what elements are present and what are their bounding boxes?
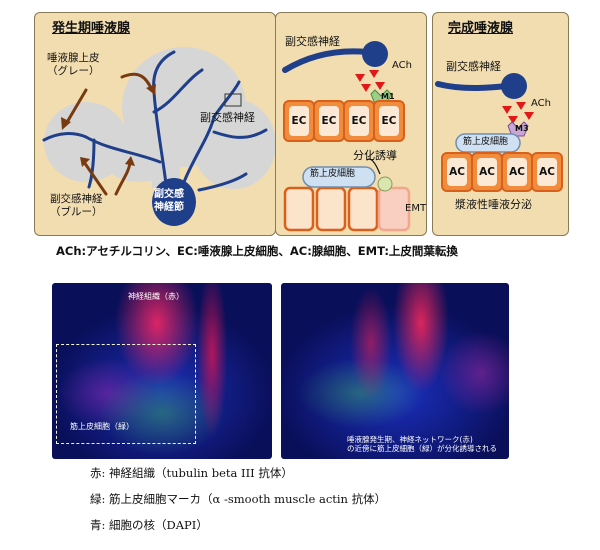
emt-label: EMT xyxy=(405,203,427,214)
m1-label: M1 xyxy=(381,92,395,101)
mature-myo-label: 筋上皮細胞 xyxy=(463,137,509,147)
brown-arrowheads xyxy=(61,84,156,167)
developing-gland-title: 発生期唾液腺 xyxy=(52,21,131,36)
mature-nerve-terminal xyxy=(501,73,527,99)
middle-ach-triangles xyxy=(355,70,385,92)
secretion-label: 漿液性唾液分泌 xyxy=(455,198,532,211)
ac-cell-4: AC xyxy=(531,152,563,192)
caption-blue: 青: 細胞の核（DAPI） xyxy=(90,518,208,532)
ec-cell-3: EC xyxy=(343,100,375,142)
mature-illustration xyxy=(435,73,534,153)
ec-cell-2: EC xyxy=(313,100,345,142)
middle-nerve-terminal xyxy=(362,41,388,67)
right-caption: 唾液腺発生期、神経ネットワーク(赤) の近傍に筋上皮細胞（緑）が分化誘導される xyxy=(347,435,497,454)
ganglion-label: 副交感 神経節 xyxy=(154,189,184,213)
middle-ach-label: ACh xyxy=(392,60,412,71)
mature-nerve-fiber xyxy=(435,81,510,91)
caption-red: 赤: 神経組織（tubulin beta III 抗体） xyxy=(90,466,293,480)
epithelium-label: 唾液腺上皮 （グレー） xyxy=(47,52,100,78)
mature-ach-label: ACh xyxy=(531,98,551,109)
middle-nerve-fiber xyxy=(282,48,370,73)
ec-cell-4: EC xyxy=(373,100,405,142)
mature-gland-title: 完成唾液腺 xyxy=(448,21,514,36)
ac-cell-1: AC xyxy=(441,152,473,192)
left-top-label: 神経組織（赤） xyxy=(128,292,184,301)
parasympathetic-inset-label: 副交感神経 xyxy=(200,111,255,124)
inset-box xyxy=(224,93,242,107)
ac-cell-2: AC xyxy=(471,152,503,192)
parasympathetic-ganglion xyxy=(152,178,196,226)
m3-label: M3 xyxy=(515,124,529,133)
myoepithelial-cell-mid xyxy=(302,166,376,188)
emt-arrow xyxy=(366,158,381,175)
nerve-network xyxy=(42,50,268,192)
mature-ach-triangles xyxy=(502,102,534,124)
middle-illustration xyxy=(282,41,411,232)
induction-label: 分化誘導 xyxy=(353,149,397,162)
developing-gland-illustration xyxy=(42,47,276,226)
mature-gland-panel xyxy=(432,12,569,236)
ac-cell-3: AC xyxy=(501,152,533,192)
caption-green: 緑: 筋上皮細胞マーカ（α -smooth muscle actin 抗体） xyxy=(90,492,387,506)
induction-receptor xyxy=(377,176,393,192)
right-micrograph: 唾液腺発生期、神経ネットワーク(赤) の近傍に筋上皮細胞（緑）が分化誘導される xyxy=(281,283,509,459)
mature-nerve-label: 副交感神経 xyxy=(446,60,501,73)
nerve-blue-label: 副交感神経 （ブルー） xyxy=(50,193,103,219)
m3-receptor xyxy=(507,121,529,137)
ec-cell-1: EC xyxy=(283,100,315,142)
emt-cells xyxy=(283,186,411,232)
left-micrograph: 神経組織（赤） 筋上皮細胞（緑） xyxy=(52,283,272,459)
middle-nerve-label: 副交感神経 xyxy=(285,35,340,48)
left-bottom-label: 筋上皮細胞（緑） xyxy=(70,422,134,431)
abbreviation-legend: ACh:アセチルコリン、EC:唾液腺上皮細胞、AC:腺細胞、EMT:上皮間葉転換 xyxy=(56,244,458,258)
left-dashed-box xyxy=(56,344,196,444)
middle-myo-label: 筋上皮細胞 xyxy=(310,169,356,179)
